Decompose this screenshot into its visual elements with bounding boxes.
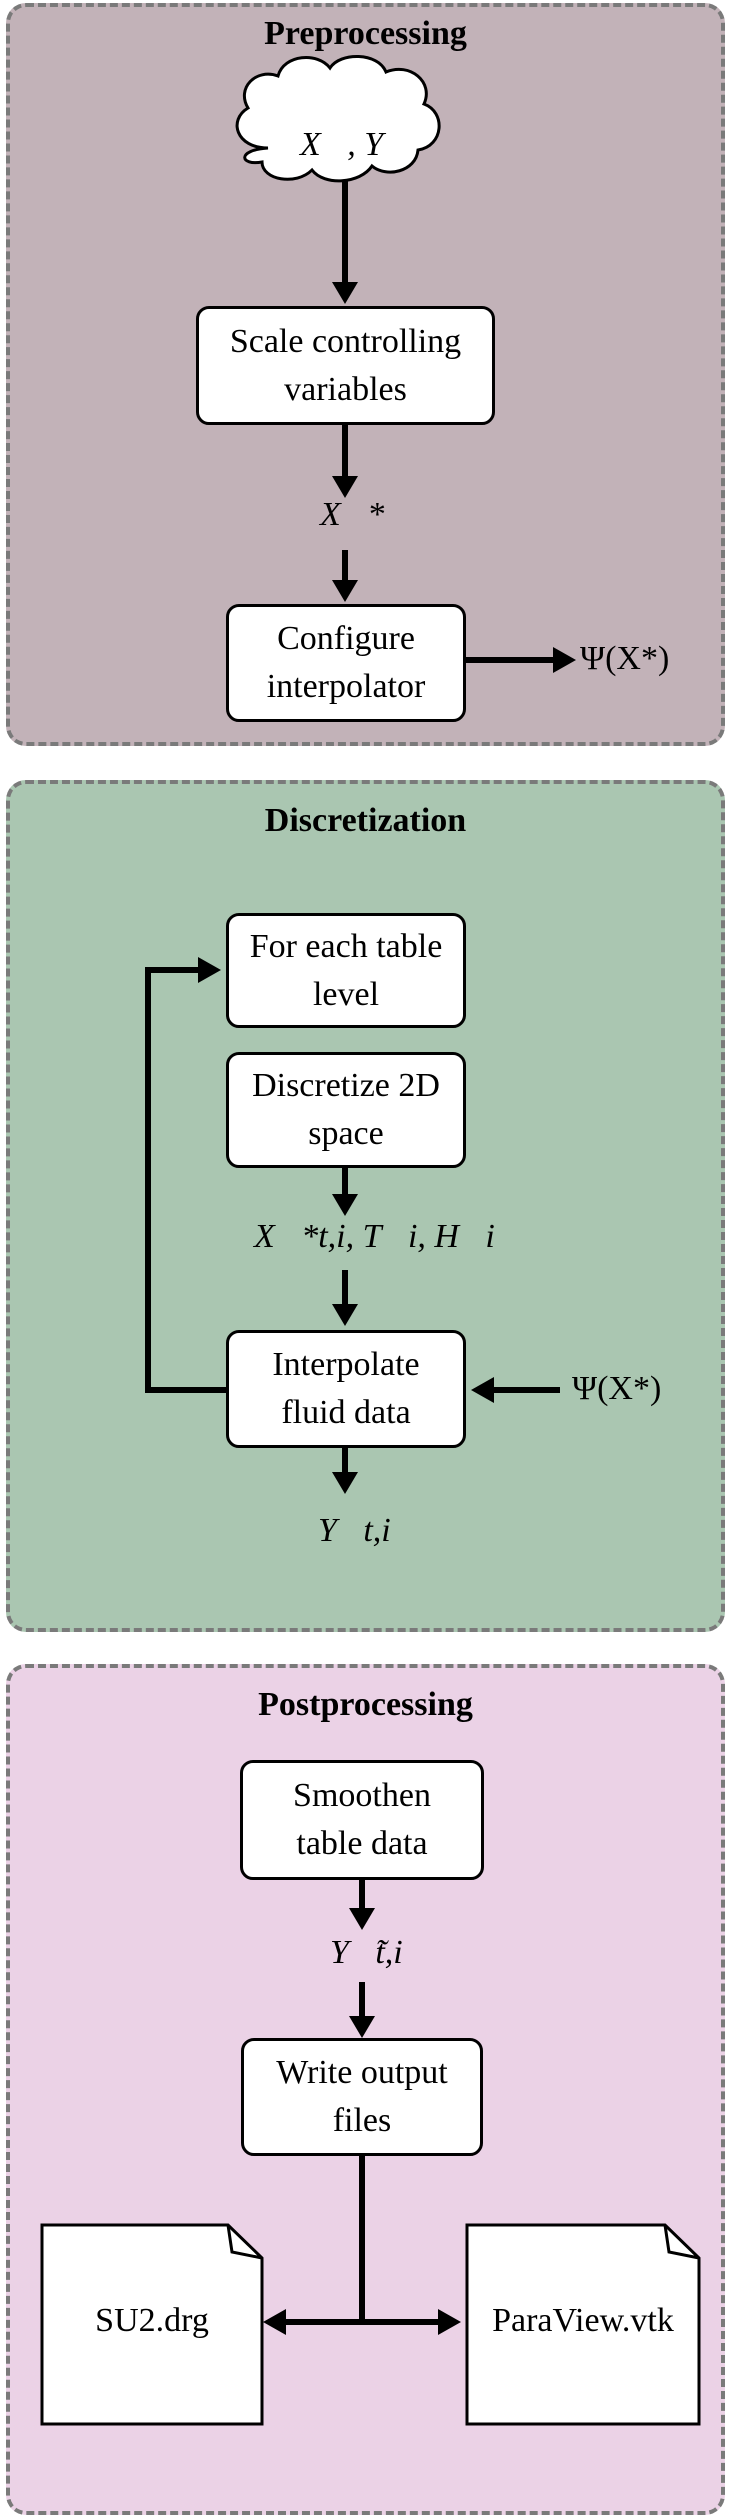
interpolate-fluid-data-box: Interpolate fluid data: [226, 1330, 466, 1448]
write-output-files-box: Write output files: [241, 2038, 483, 2156]
scale-variables-line2: variables: [284, 370, 407, 408]
discretize-2d-space-box: Discretize 2D space: [226, 1052, 466, 1168]
smoothen-table-data-line2: table data: [296, 1825, 428, 1862]
file-paraview-shape: [465, 2223, 701, 2426]
discretized-grid-label: X⃗*t,i, T⃗i, H⃗i: [254, 1218, 495, 1255]
file-paraview-label: ParaView.vtk: [492, 2302, 674, 2339]
discretization-title: Discretization: [264, 802, 467, 839]
interpolator-input-label: Ψ(X*): [572, 1370, 662, 1407]
scale-variables-box: Scale controlling variables: [196, 306, 495, 425]
interpolate-fluid-data-line1: Interpolate: [272, 1346, 420, 1383]
discretize-2d-space-line1: Discretize 2D: [252, 1067, 440, 1104]
pre-arrows: [342, 180, 555, 663]
smoothen-table-data-box: Smoothen table data: [240, 1760, 484, 1880]
input-cloud-shape: [235, 55, 441, 183]
discretize-2d-space-line2: space: [308, 1115, 384, 1152]
interpolated-output-label: Y⃗t,i: [318, 1512, 391, 1549]
scale-variables-line1: Scale controlling: [229, 322, 462, 360]
file-su2-shape: [40, 2223, 264, 2426]
preprocessing-title: Preprocessing: [264, 15, 467, 52]
interpolate-fluid-data-line2: fluid data: [281, 1394, 411, 1431]
configure-interpolator-line2: interpolator: [266, 668, 426, 705]
smoothed-data-label: Y⃗̃t,i: [330, 1934, 403, 1971]
input-cloud-label: X⃗, Y⃗: [300, 126, 410, 163]
write-output-files-line1: Write output: [276, 2054, 448, 2091]
smoothen-table-data-line1: Smoothen: [293, 1777, 431, 1814]
postprocessing-title: Postprocessing: [258, 1686, 473, 1723]
scaled-variables-label: X⃗*: [320, 496, 385, 533]
configure-interpolator-line1: Configure: [277, 620, 415, 657]
for-each-table-level-line1: For each table: [249, 927, 443, 965]
post-arrowheads: [263, 1908, 461, 2335]
configure-interpolator-box: Configure interpolator: [226, 604, 466, 722]
pre-arrowheads: [332, 282, 576, 673]
for-each-table-level-box: For each table level: [226, 913, 466, 1028]
write-output-files-line2: files: [332, 2102, 392, 2139]
file-su2-label: SU2.drg: [95, 2302, 209, 2339]
interpolator-output-label: Ψ(X*): [580, 640, 670, 677]
disc-arrowheads: [198, 957, 494, 1494]
for-each-table-level-line2: level: [312, 975, 380, 1013]
